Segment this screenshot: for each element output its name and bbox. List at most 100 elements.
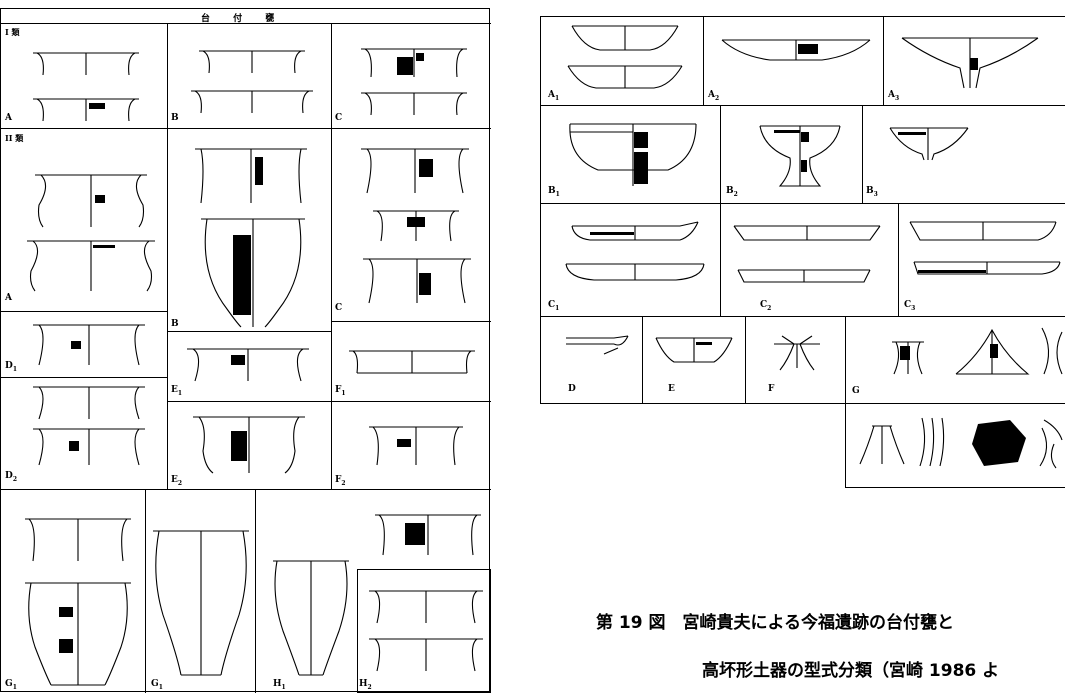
- pot-A2: [721, 39, 871, 61]
- figure-caption-line-2: 高坏形土器の型式分類（宮崎 1986 よ: [702, 661, 1000, 681]
- pot-I-A-1: [33, 52, 139, 76]
- row-divider-e1: [167, 401, 331, 402]
- pot-C2-1: [733, 225, 881, 241]
- label-E-right: E: [668, 384, 675, 394]
- pot-C3-1: [909, 221, 1057, 241]
- label-B2: B2: [726, 186, 738, 198]
- pot-G-right-6: [972, 420, 1026, 466]
- label-A1: A1: [548, 90, 560, 102]
- label-II-A: A: [5, 293, 12, 303]
- pot-F2: [369, 426, 463, 466]
- pot-C2-2: [737, 269, 871, 283]
- pot-I-B-2: [191, 90, 313, 114]
- right-col-b2: [862, 105, 863, 203]
- label-C2: C2: [760, 300, 772, 312]
- pot-G-right-3: [1041, 327, 1063, 375]
- pot-G-right-7: [1039, 419, 1063, 469]
- class-2-label: II 類: [5, 133, 24, 143]
- right-col-a2: [883, 16, 884, 105]
- pot-I-C-2: [361, 92, 467, 116]
- pot-II-B-2: [201, 218, 305, 328]
- pot-H2-3: [369, 638, 483, 672]
- pot-D2-2: [33, 428, 145, 466]
- pot-D1: [33, 324, 145, 366]
- label-C1: C1: [548, 300, 560, 312]
- pot-G-right-5: [919, 417, 945, 467]
- label-G1-a: G1: [5, 679, 17, 691]
- pot-F-right: [774, 335, 820, 371]
- pot-E1: [187, 348, 309, 382]
- pot-B2: [759, 125, 841, 187]
- right-col-d: [642, 316, 643, 404]
- label-I-B: B: [171, 113, 179, 123]
- row-divider-g: [1, 489, 491, 490]
- label-B3: B3: [866, 186, 878, 198]
- pot-F1: [349, 350, 475, 374]
- row-divider-a: [1, 311, 167, 312]
- label-A2: A2: [708, 90, 720, 102]
- pot-G-right-2: [955, 328, 1030, 375]
- pot-A1-2: [567, 65, 683, 89]
- label-H1: H1: [273, 679, 286, 691]
- pot-G-right-4: [859, 425, 905, 465]
- pot-D2-1: [33, 386, 145, 420]
- figure-caption-line-1: 第 19 図 宮崎貴夫による今福遺跡の台付甕と: [596, 613, 954, 633]
- right-bottom-edge: [540, 403, 846, 404]
- pot-E-right: [655, 337, 733, 363]
- row-divider-c: [331, 321, 491, 322]
- label-II-C: C: [335, 303, 343, 313]
- col-divider-h: [255, 489, 256, 693]
- pot-II-A-1: [35, 174, 147, 228]
- col-divider-1: [167, 129, 168, 489]
- right-row-1-divider: [540, 105, 1065, 106]
- pot-B3: [889, 127, 969, 161]
- pot-II-C-2: [373, 210, 459, 242]
- col-divider-g: [145, 489, 146, 693]
- row-divider-f1: [331, 401, 491, 402]
- pot-C1-2: [565, 263, 705, 281]
- label-H2: H2: [359, 679, 372, 691]
- label-F-right: F: [768, 384, 775, 394]
- col-divider-2: [331, 129, 332, 489]
- label-F1: F1: [335, 385, 346, 397]
- label-E1: E1: [171, 385, 183, 397]
- label-E2: E2: [171, 475, 183, 487]
- right-col-e: [745, 316, 746, 404]
- right-bottom-mask: [541, 403, 844, 405]
- label-I-A: A: [5, 113, 12, 123]
- right-col-c1: [720, 203, 721, 316]
- pot-H2-1: [375, 514, 481, 556]
- pot-G1-3: [153, 530, 249, 676]
- right-col-c2: [898, 203, 899, 316]
- pot-A3: [901, 37, 1039, 89]
- pot-C3-2: [913, 261, 1061, 275]
- label-D2: D2: [5, 471, 17, 483]
- left-figure-header: 台 付 甕: [201, 14, 285, 24]
- pot-D-right: [566, 335, 629, 355]
- right-col-a1: [703, 16, 704, 105]
- class-1-row: [1, 23, 491, 129]
- right-col-b1: [720, 105, 721, 203]
- label-A3: A3: [888, 90, 900, 102]
- class-1-divider-a: [167, 23, 168, 129]
- right-row-3-divider: [540, 316, 1065, 317]
- label-I-C: C: [335, 113, 343, 123]
- class-1-divider-b: [331, 23, 332, 129]
- pot-II-A-2: [27, 240, 155, 292]
- label-C3: C3: [904, 300, 916, 312]
- right-row-2-divider: [540, 203, 1065, 204]
- left-figure-panel: 台 付 甕 I 類 II 類 A B C A B C D1 D2 E1 E2: [0, 8, 491, 693]
- label-F2: F2: [335, 475, 346, 487]
- label-II-B: B: [171, 319, 179, 329]
- class-1-label: I 類: [5, 27, 20, 37]
- pot-E2: [193, 416, 305, 474]
- pot-H1: [273, 560, 349, 676]
- pot-C1-1: [571, 221, 699, 241]
- header-divider: [1, 23, 491, 24]
- label-D1: D1: [5, 361, 17, 373]
- pot-G-right-1: [892, 341, 924, 375]
- pot-II-C-1: [361, 148, 469, 194]
- right-g-box: [845, 316, 1065, 488]
- row-divider-d1: [1, 377, 167, 378]
- pot-I-B-1: [199, 50, 305, 74]
